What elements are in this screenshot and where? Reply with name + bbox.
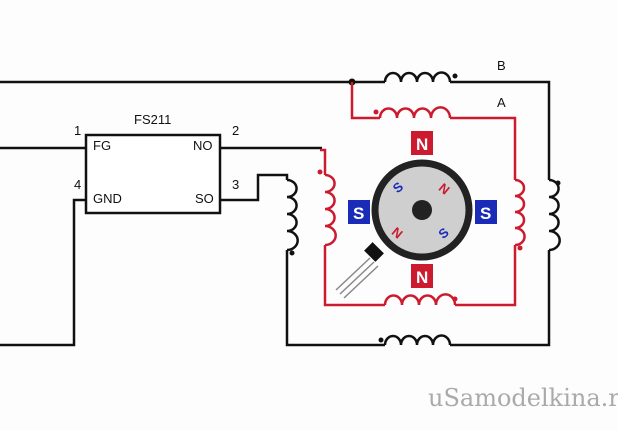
coil-b	[286, 71, 561, 346]
pin-2: 2	[232, 123, 239, 138]
chip-name: FS211	[134, 112, 171, 127]
pin-no: NO	[193, 138, 213, 153]
svg-text:N: N	[416, 135, 428, 154]
fs211-chip	[84, 133, 222, 215]
coil-dots	[289, 73, 561, 343]
coil-b-label: B	[497, 58, 506, 73]
hall-sensor	[335, 242, 384, 299]
pin-gnd: GND	[93, 191, 122, 206]
watermark: uSamodelkina.ru	[428, 384, 618, 412]
black-wires	[0, 80, 551, 347]
pin-so: SO	[195, 191, 214, 206]
coil-a-label: A	[497, 95, 506, 110]
svg-text:S: S	[480, 204, 491, 223]
svg-text:N: N	[416, 268, 428, 287]
coil-a	[320, 82, 526, 307]
pin-4: 4	[74, 177, 81, 192]
pin-1: 1	[74, 123, 81, 138]
svg-text:S: S	[353, 204, 364, 223]
pin-fg: FG	[93, 138, 111, 153]
pin-3: 3	[232, 177, 239, 192]
rotor: S N N S	[371, 159, 473, 261]
stator-poles: N N S S	[348, 131, 497, 288]
